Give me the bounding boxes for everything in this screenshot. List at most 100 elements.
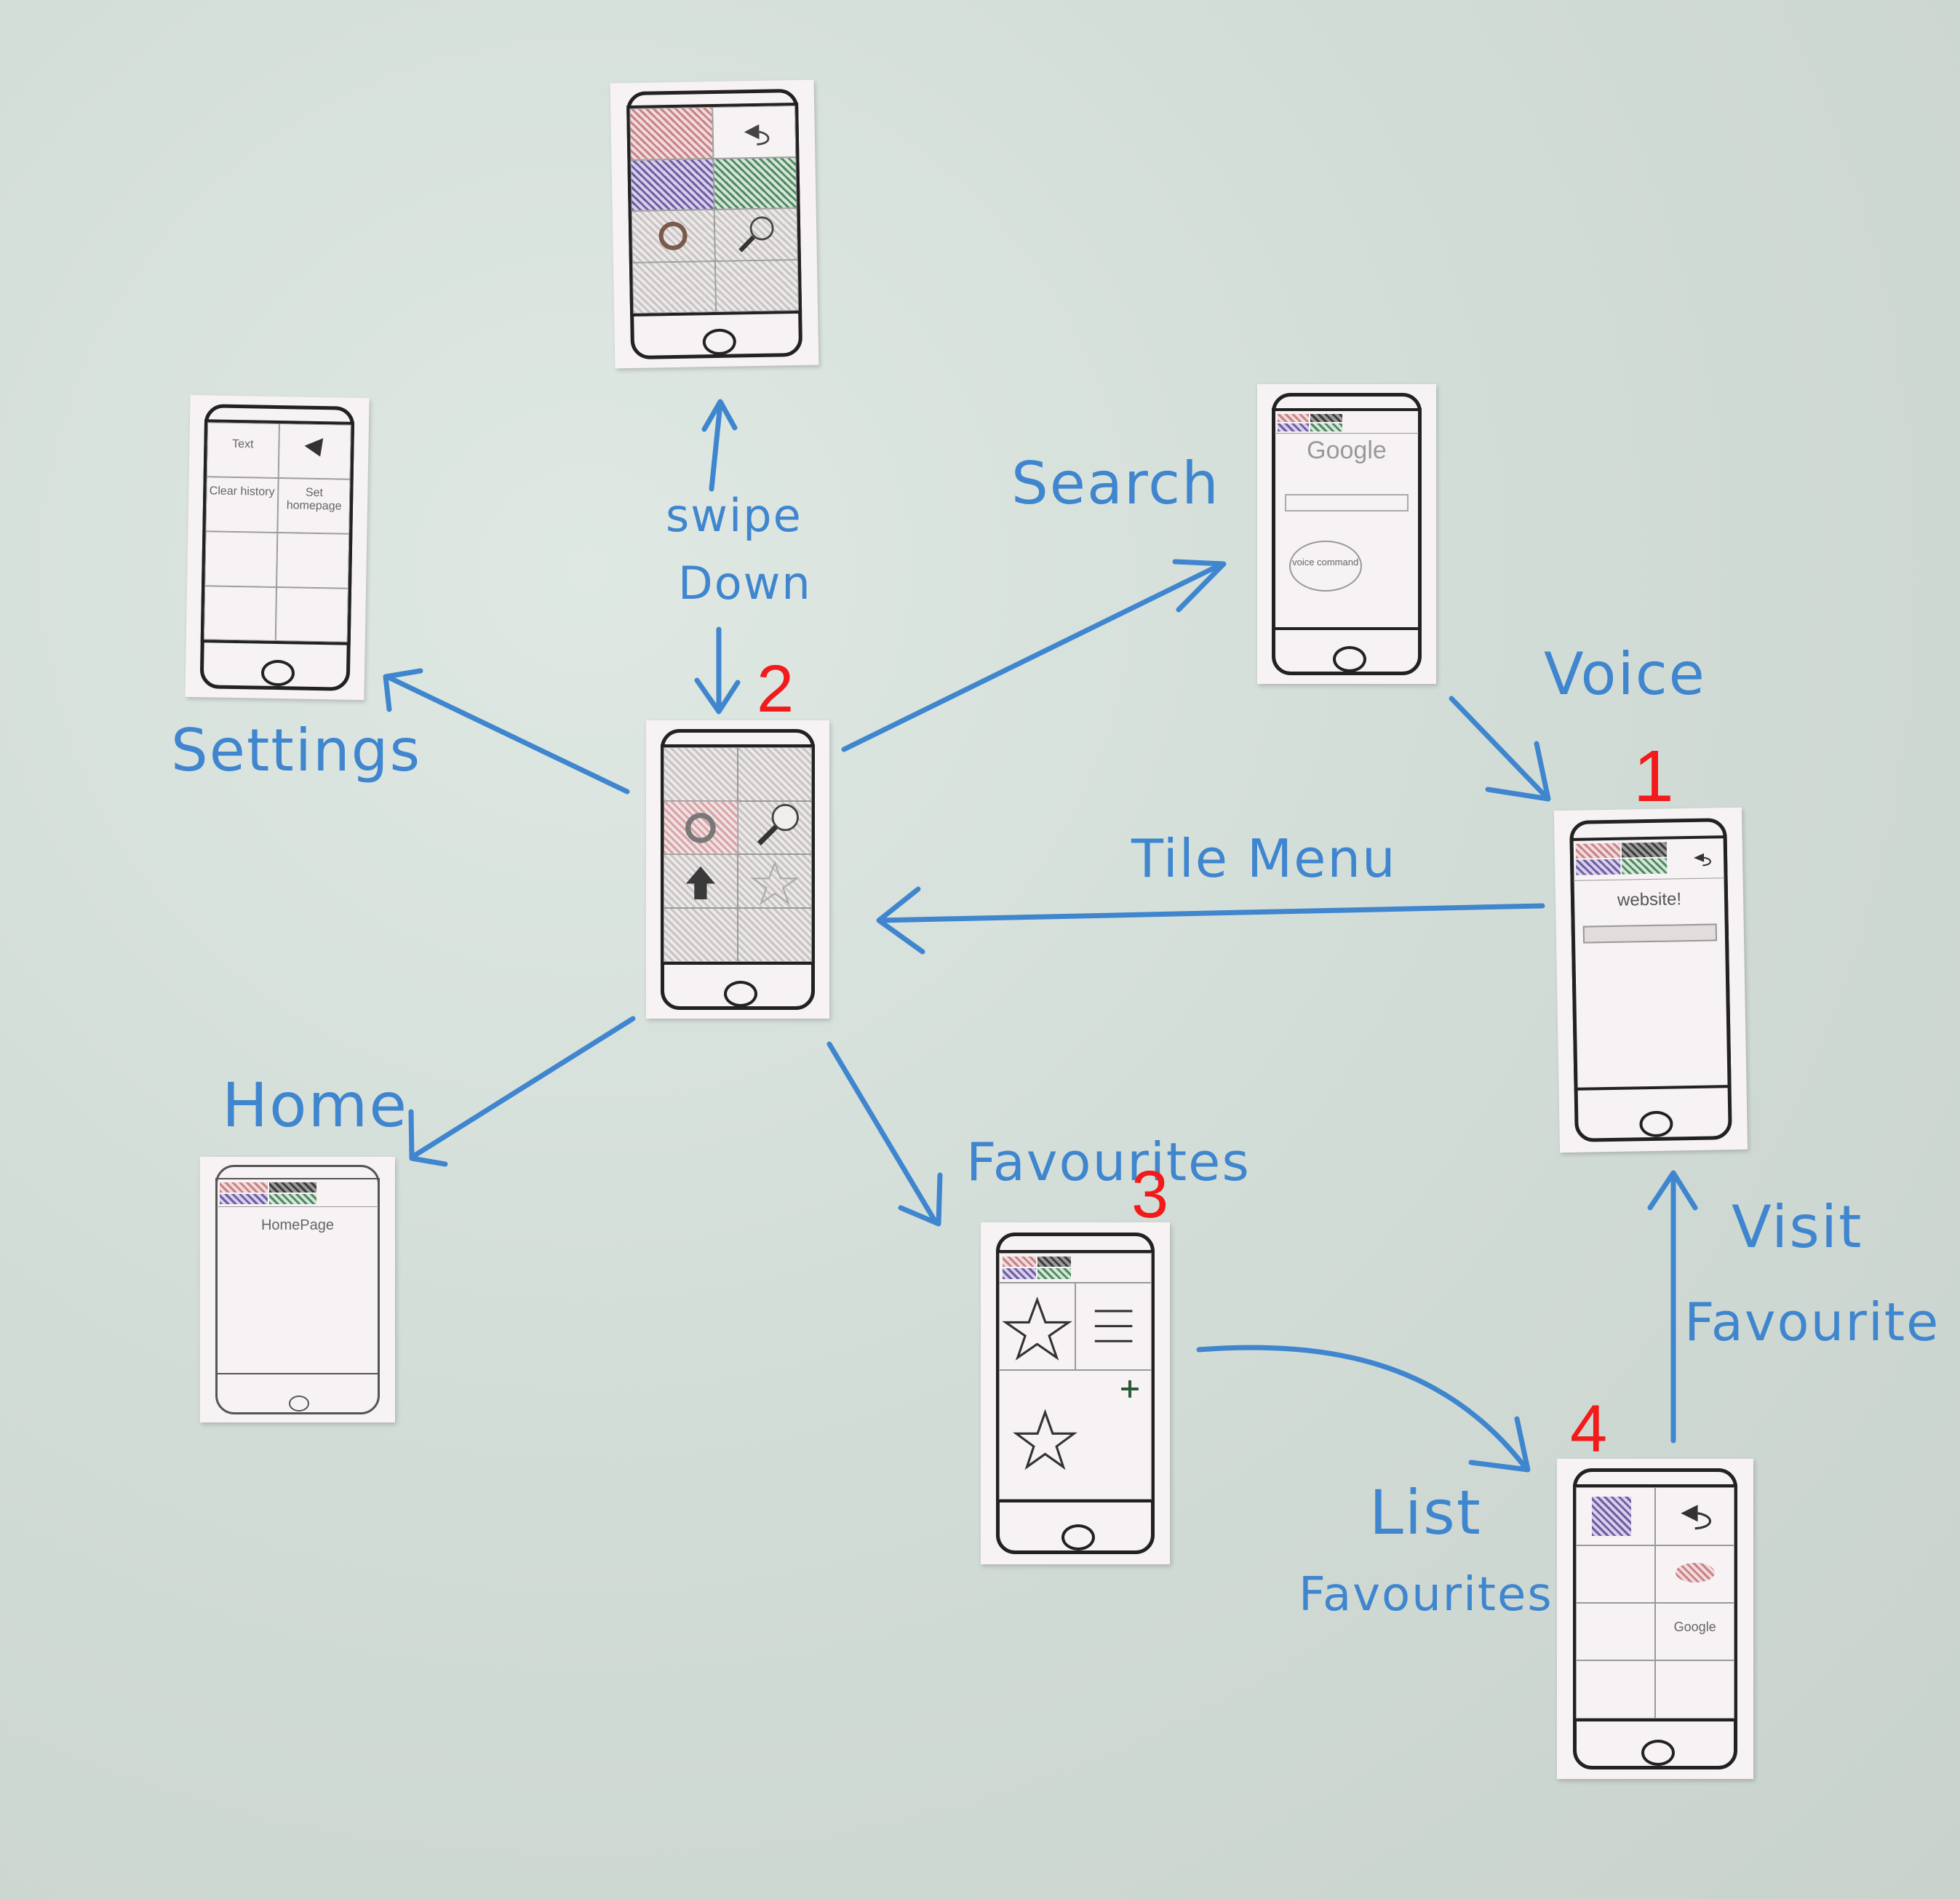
mini-tiles <box>1277 413 1343 431</box>
tile-green <box>713 156 797 210</box>
tile-blank <box>714 259 799 313</box>
search-icon <box>757 803 799 845</box>
tile-blank <box>664 908 738 963</box>
tile-blank <box>632 260 717 314</box>
search-screen-card: Google voice command <box>1257 384 1436 684</box>
fav-google-label: Google <box>1654 1602 1735 1661</box>
tile-blank <box>276 532 350 589</box>
label-search: Search <box>1011 450 1220 517</box>
gear-icon <box>658 222 688 251</box>
label-list: List <box>1369 1477 1482 1548</box>
arrow-swipe-to-menu <box>694 626 741 714</box>
phone-screen: website! <box>1569 835 1732 1091</box>
tile-menu-screen-card <box>646 720 829 1019</box>
home-arrow-icon <box>685 867 716 900</box>
back-arrow-icon <box>744 124 770 146</box>
list-icon <box>1094 1310 1133 1343</box>
tile-blank <box>1654 1660 1735 1719</box>
address-bar-sketch <box>1582 923 1718 944</box>
swipe-down-screen-card <box>610 79 819 369</box>
phone-screen <box>995 1249 1155 1503</box>
back-arrow-icon <box>304 438 324 457</box>
mini-tiles <box>1002 1256 1071 1280</box>
phone-screen: Google <box>1572 1484 1738 1721</box>
favourites-screen-card <box>981 1222 1170 1564</box>
phone-screen <box>626 103 802 317</box>
tile-favourites <box>737 854 812 909</box>
search-icon <box>738 216 774 253</box>
label-down: Down <box>678 557 812 610</box>
tile-favourite-site <box>1575 1545 1655 1603</box>
tile-blank <box>203 585 277 642</box>
label-visit: Visit <box>1732 1193 1863 1261</box>
home-button <box>289 1396 309 1412</box>
phone-screen: HomePage <box>215 1178 380 1375</box>
tile-blank <box>1575 1660 1655 1719</box>
tile-home <box>664 854 738 909</box>
label-home: Home <box>222 1070 409 1141</box>
voice-command-bubble: voice command <box>1288 540 1362 592</box>
star-icon <box>750 861 800 906</box>
tile-blank <box>664 747 738 801</box>
home-button <box>1061 1524 1095 1551</box>
settings-clear-label: Clear history <box>205 477 279 533</box>
tile-blank <box>737 908 812 963</box>
tile-search <box>714 208 798 261</box>
mini-tile-bar <box>1572 837 1725 881</box>
tile-search <box>737 800 812 855</box>
annotation-number-2: 2 <box>757 652 794 726</box>
settings-set-label: Set homepage <box>277 477 351 534</box>
star-icon <box>1002 1297 1072 1361</box>
tile-favourite-site <box>1575 1602 1655 1661</box>
tile-blue <box>630 158 714 212</box>
tile-back <box>278 423 352 479</box>
search-logo: Google <box>1307 436 1387 464</box>
arrow-to-visit <box>1647 1170 1698 1444</box>
search-input-sketch <box>1284 493 1409 511</box>
label-favourite: Favourite <box>1684 1291 1940 1353</box>
homepage-heading: HomePage <box>260 1217 335 1234</box>
label-favourites: Favourites <box>966 1131 1251 1193</box>
tile-blank <box>275 586 349 642</box>
phone-screen: Text Clear history Set homepage <box>200 419 355 646</box>
phone-screen <box>661 744 815 966</box>
gear-icon <box>685 812 716 843</box>
annotation-number-3: 3 <box>1131 1158 1169 1232</box>
tile-facebook <box>1575 1487 1655 1545</box>
label-settings: Settings <box>171 717 422 784</box>
mini-tile-bar <box>998 1252 1152 1283</box>
tile-blank <box>204 531 278 587</box>
annotation-number-1: 1 <box>1633 736 1674 817</box>
tile-add-favourite <box>998 1369 1152 1500</box>
label-swipe: swipe <box>666 489 802 542</box>
home-button <box>1333 645 1366 672</box>
tile-red <box>629 107 714 160</box>
back-arrow-icon <box>1681 1505 1711 1530</box>
mini-tile-bar <box>217 1179 378 1208</box>
website-heading: website! <box>1617 889 1682 910</box>
star-icon <box>1012 1409 1077 1470</box>
list-favourites-screen-card: Google <box>1557 1459 1753 1779</box>
label-favourites-list: Favourites <box>1299 1568 1553 1622</box>
mini-tiles <box>1575 842 1668 875</box>
arrow-to-search <box>841 559 1227 752</box>
tile-settings <box>632 210 715 263</box>
settings-text-label: Text <box>206 422 279 478</box>
arrow-to-list <box>1196 1345 1531 1473</box>
arrow-to-favourites <box>826 1041 943 1227</box>
home-button <box>1641 1740 1675 1767</box>
arrow-to-swipe-screen <box>701 399 738 492</box>
tile-settings <box>664 800 738 855</box>
arrow-search-to-voice <box>1449 696 1551 802</box>
home-button <box>724 980 757 1007</box>
plus-icon <box>1121 1380 1139 1398</box>
phone-screen: Google voice command <box>1271 407 1422 630</box>
tile-favourite-site <box>1654 1545 1735 1603</box>
tile-back <box>1654 1487 1735 1545</box>
settings-screen-card: Text Clear history Set homepage <box>185 394 370 701</box>
label-tile-menu: Tile Menu <box>1131 828 1397 889</box>
mini-tile-bar <box>1274 411 1419 434</box>
tile-back <box>712 106 796 159</box>
tile-list <box>1075 1283 1152 1370</box>
